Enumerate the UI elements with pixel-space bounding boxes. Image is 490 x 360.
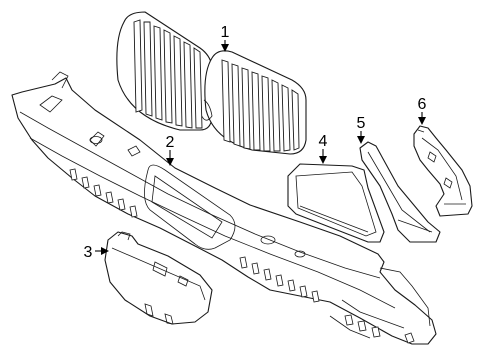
kidney-grille-slats — [133, 19, 300, 152]
callout-1-leader — [221, 40, 229, 52]
callout-4-label: 4 — [319, 133, 328, 150]
lower-bumper-carrier — [11, 71, 437, 345]
callout-5-leader — [357, 131, 365, 144]
callout-6-label: 6 — [418, 96, 427, 113]
vertical-trim-strip — [359, 141, 441, 243]
callout-3-label: 3 — [84, 244, 93, 261]
bumper-trim-panel — [104, 231, 213, 325]
callout-6-leader — [418, 112, 426, 125]
side-grille-insert — [287, 163, 385, 243]
carrier-teeth — [69, 168, 415, 344]
callout-2-label: 2 — [166, 134, 175, 151]
corner-bracket — [413, 125, 473, 217]
callout-3-leader — [95, 247, 109, 255]
callout-4-leader — [319, 149, 327, 164]
callout-2-leader — [166, 150, 174, 166]
callout-5-label: 5 — [357, 115, 366, 132]
callout-1-label: 1 — [221, 24, 230, 41]
